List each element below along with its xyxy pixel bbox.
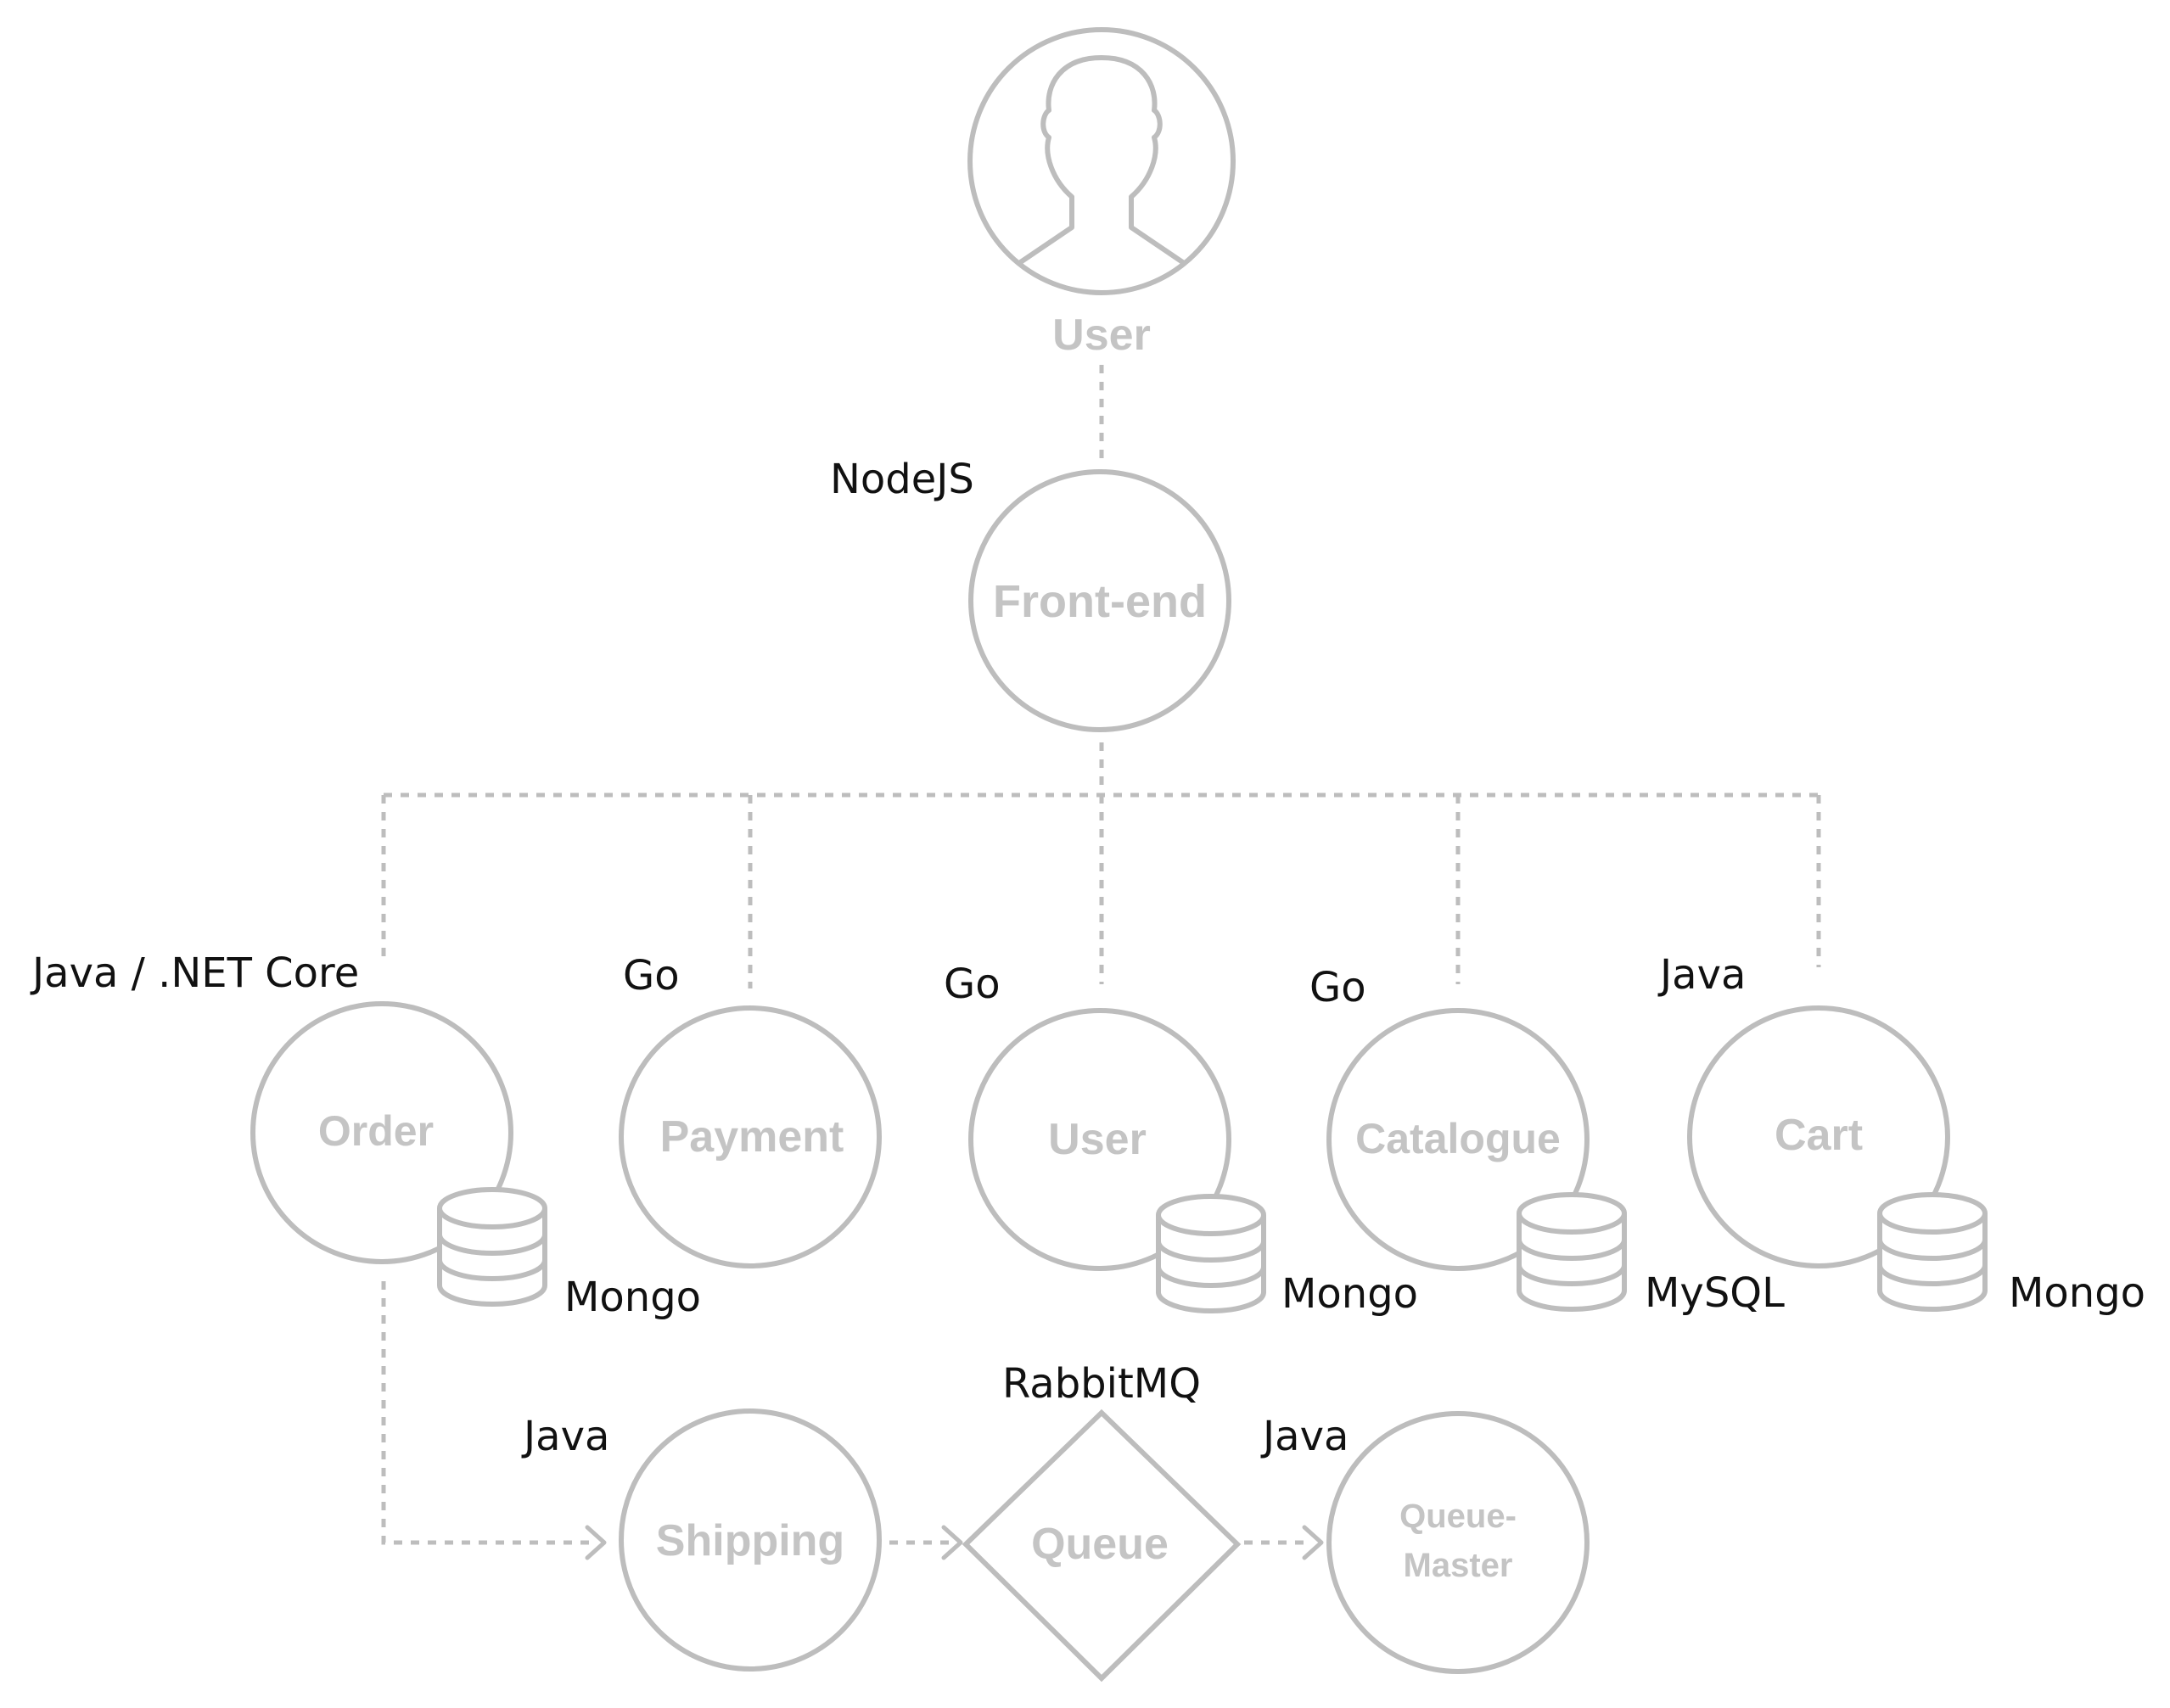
frontend-tech-label: NodeJS [830,456,974,503]
payment-label: Payment [660,1112,844,1162]
cart-db-label: Mongo [2009,1269,2145,1317]
queue-master-tech-label: Java [1260,1413,1349,1460]
order-label: Order [318,1107,434,1155]
frontend-node: Front-end NodeJS [830,456,1231,732]
queue-master-node: Queue- Master Java [1260,1411,1590,1674]
cart-label: Cart [1775,1111,1863,1160]
user-service-label: User [1048,1115,1147,1164]
person-icon [1017,55,1186,266]
queue-label: Queue [1031,1520,1169,1569]
user-service-tech-label: Go [944,960,1001,1008]
end-user-circle [967,27,1236,295]
queue-diamond [962,1408,1242,1683]
order-circle [250,1001,513,1264]
shipping-node: Shipping Java [521,1408,882,1672]
cart-circle [1687,1005,1950,1268]
catalogue-db-label: MySQL [1645,1269,1785,1317]
cart-tech-label: Java [1657,951,1746,999]
user-service-node: User Go Mongo [944,960,1418,1318]
queue-master-label-line2: Master [1404,1547,1513,1584]
cart-database-icon [1877,1192,1988,1312]
queue-master-circle [1326,1411,1590,1674]
catalogue-label: Catalogue [1355,1115,1561,1162]
catalogue-circle [1326,1008,1590,1271]
queue-tech-label: RabbitMQ [1002,1360,1201,1408]
payment-tech-label: Go [623,952,680,1000]
arrowhead-shipping [585,1525,607,1560]
catalogue-tech-label: Go [1309,964,1366,1011]
queue-node: Queue RabbitMQ [962,1360,1242,1683]
order-database-icon [437,1187,547,1307]
order-db-label: Mongo [564,1274,701,1321]
frontend-circle [968,469,1231,732]
connectors [381,365,1821,1560]
user-service-circle [968,1008,1231,1271]
payment-node: Payment Go [619,952,882,1268]
end-user-node: User [967,27,1236,360]
order-tech-label: Java / .NET Core [30,949,359,997]
cart-node: Cart Java Mongo [1657,951,2145,1317]
arrowhead-queue [941,1525,963,1560]
catalogue-node: Catalogue Go MySQL [1309,964,1785,1317]
queue-master-label-line1: Queue- [1399,1498,1517,1535]
shipping-tech-label: Java [521,1413,609,1460]
connector-order-shipping [381,1281,594,1545]
arrowhead-queuemaster [1302,1525,1324,1560]
end-user-label: User [1052,311,1151,360]
order-node: Order Java / .NET Core Mongo [30,949,701,1321]
shipping-circle [619,1408,882,1672]
payment-circle [619,1005,882,1268]
user-service-db-label: Mongo [1281,1270,1418,1318]
catalogue-database-icon [1517,1192,1627,1312]
user-service-database-icon [1156,1194,1266,1313]
shipping-label: Shipping [656,1516,844,1565]
frontend-label: Front-end [993,576,1207,627]
